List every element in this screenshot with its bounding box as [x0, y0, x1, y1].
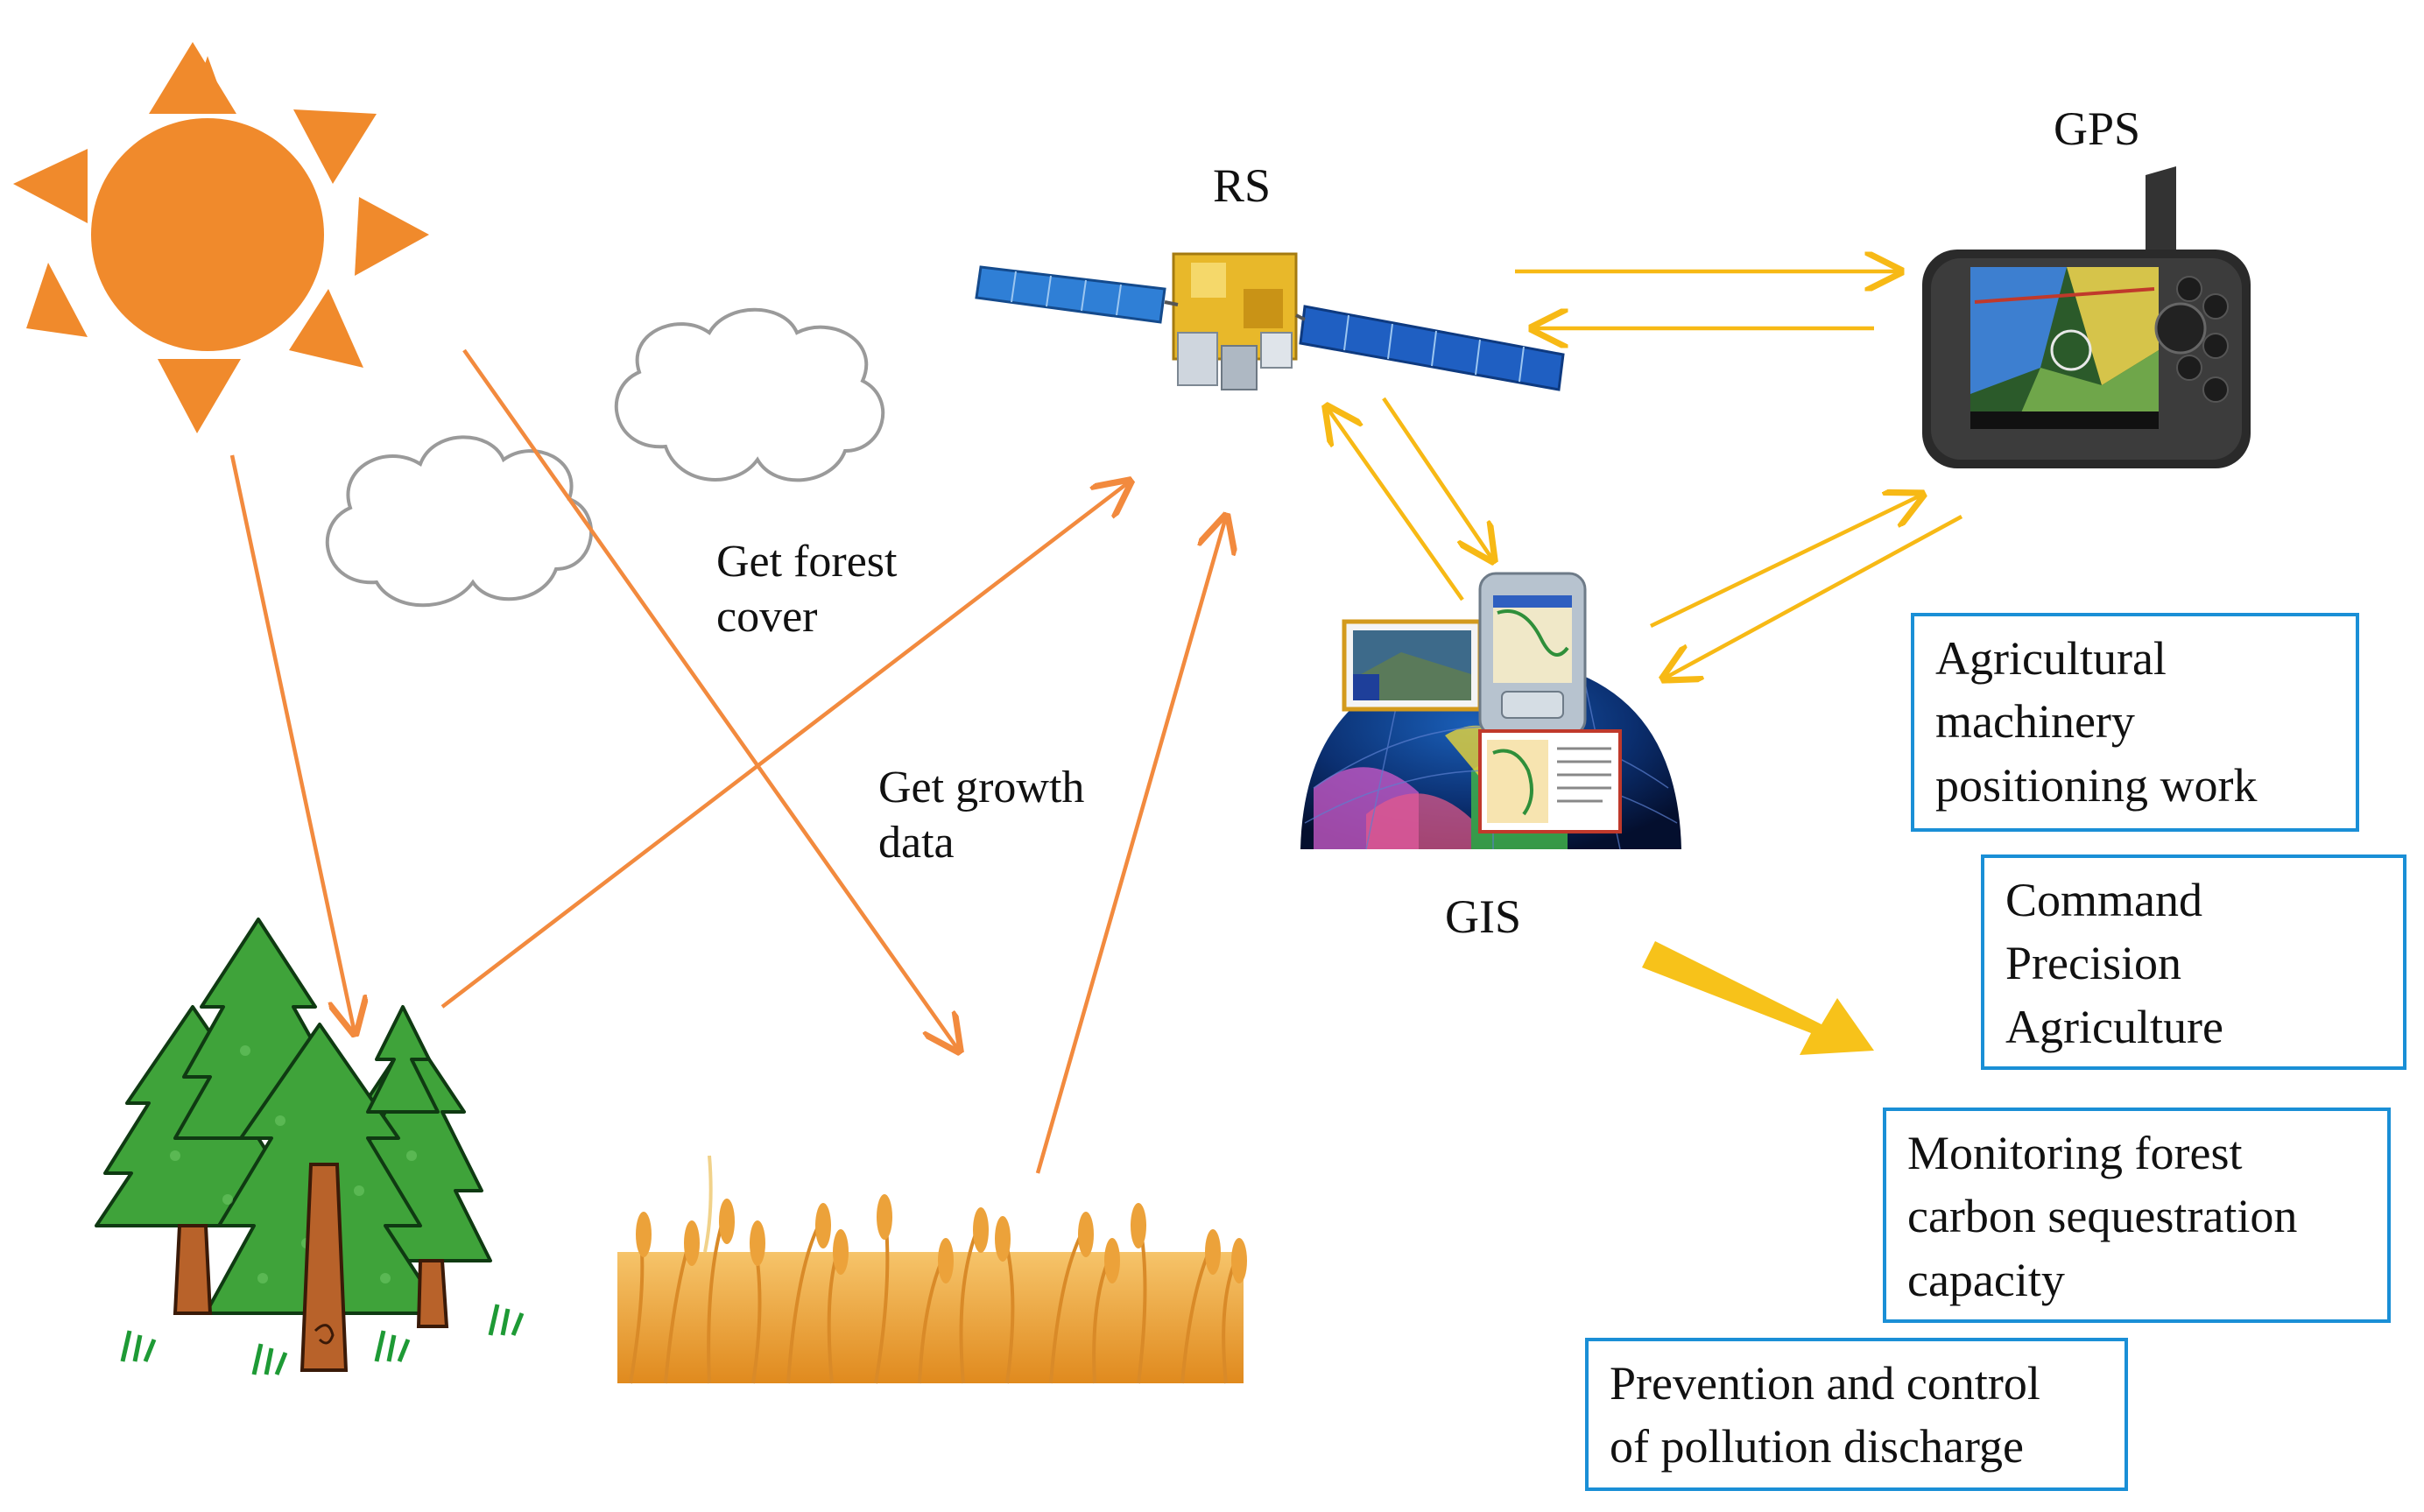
- orange-arrows: [229, 348, 1226, 1174]
- gps-label: GPS: [2054, 102, 2141, 155]
- forest-icon: [95, 918, 525, 1375]
- arrow-field-to-rs: [1035, 517, 1226, 1174]
- outcome-line: Agricultural: [1935, 632, 2167, 685]
- arrow-gis-to-rs: [1327, 407, 1464, 601]
- outcome-line: positioning work: [1935, 758, 2258, 812]
- forest-cover-label: Get forest cover: [716, 534, 897, 645]
- cloud-icon: [326, 435, 593, 608]
- outcome-line: machinery: [1935, 695, 2135, 749]
- forest-cover-line-2: cover: [716, 592, 818, 643]
- outcome-box-carbon: Monitoring forest carbon sequestration c…: [1883, 1108, 2391, 1323]
- outcome-box-precision: Command Precision Agriculture: [1981, 854, 2406, 1070]
- outcome-line: Monitoring forest: [1907, 1127, 2243, 1179]
- gis-label: GIS: [1445, 890, 1522, 943]
- arrow-sun-to-field: [462, 348, 959, 1051]
- outcome-line: Precision: [2005, 937, 2181, 990]
- yellow-arrows: [1327, 271, 1963, 679]
- arrow-forest-to-rs: [440, 482, 1130, 1009]
- outcome-box-pollution: Prevention and control of pollution disc…: [1585, 1338, 2128, 1491]
- outcome-line: capacity: [1907, 1253, 2065, 1306]
- arrow-gps-to-gis: [1664, 515, 1963, 679]
- arrow-sun-to-forest: [229, 454, 355, 1033]
- outcome-line: carbon sequestration: [1907, 1190, 2298, 1243]
- arrow-rs-to-gis: [1382, 397, 1493, 560]
- gps-device-icon: [1922, 166, 2251, 468]
- satellite-icon: [975, 252, 1565, 391]
- growth-data-line-2: data: [878, 818, 955, 869]
- wheat-field-icon: [617, 1155, 1247, 1384]
- cloud-icon: [615, 307, 885, 482]
- rs-label: RS: [1213, 159, 1272, 212]
- outcome-line: Prevention and control: [1610, 1357, 2040, 1410]
- growth-data-label: Get growth data: [878, 760, 1084, 871]
- forest-cover-line-1: Get forest: [716, 537, 898, 587]
- growth-data-line-1: Get growth: [878, 763, 1085, 812]
- outcome-box-machinery: Agricultural machinery positioning work: [1911, 613, 2359, 832]
- sun-rays: [13, 42, 429, 433]
- outcome-line: Agriculture: [2005, 1000, 2223, 1053]
- outcome-line: Command: [2005, 874, 2202, 926]
- gis-globe-icon: [1300, 572, 1681, 850]
- arrow-gis-to-gps: [1650, 495, 1922, 629]
- outcome-line: of pollution discharge: [1610, 1420, 2024, 1473]
- big-arrow-icon: [1642, 941, 1874, 1055]
